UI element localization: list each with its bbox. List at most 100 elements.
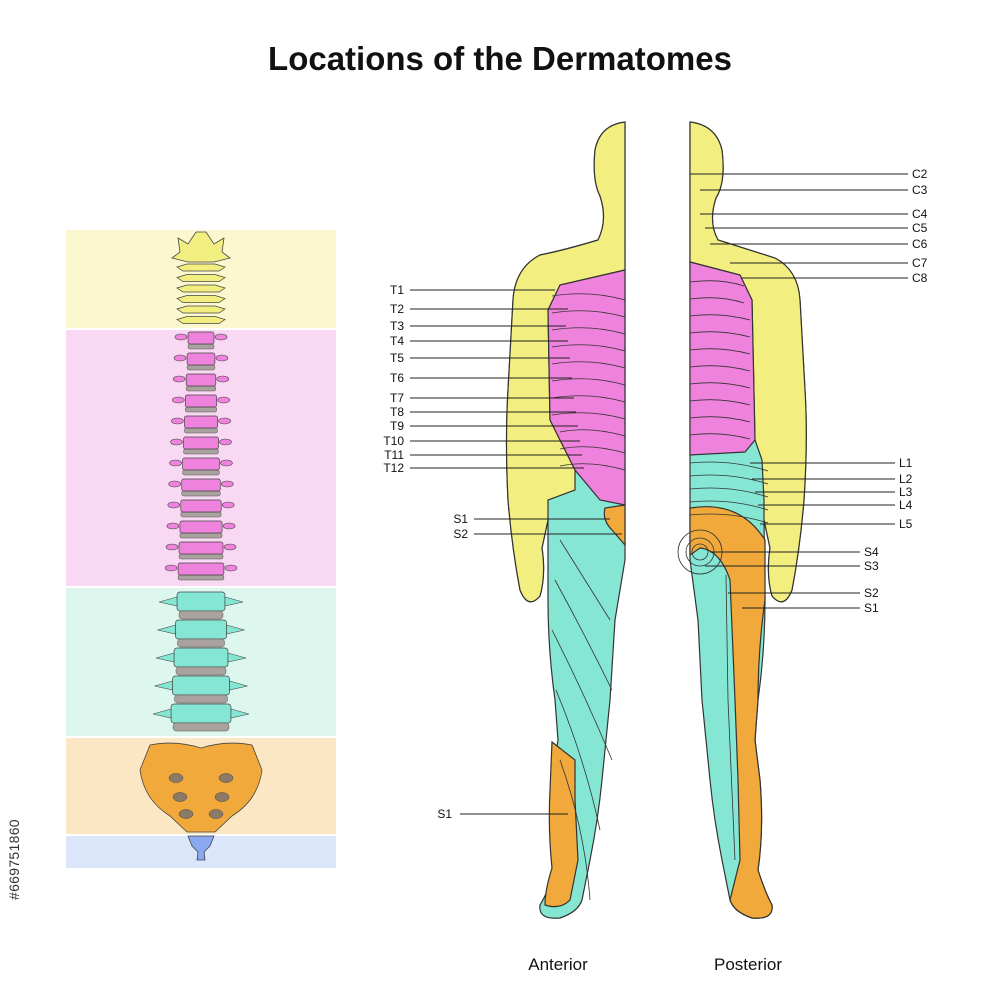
- anterior-leg-band: [559, 539, 611, 621]
- transverse-process: [174, 333, 188, 341]
- anterior-dermatome-band: [559, 463, 626, 471]
- sacral-foramen: [208, 809, 224, 819]
- transverse-process: [216, 375, 230, 383]
- anterior-cervical-zone: [505, 121, 626, 603]
- transverse-process: [168, 480, 181, 488]
- transverse-process: [169, 459, 182, 467]
- transverse-process: [218, 417, 231, 425]
- thoracic-vertebra: [184, 415, 218, 429]
- intervertebral-disc: [184, 427, 218, 434]
- dermatome-label-s2: S2: [864, 586, 879, 600]
- intervertebral-disc: [178, 553, 224, 560]
- intervertebral-disc: [174, 694, 228, 704]
- intervertebral-disc: [177, 574, 225, 581]
- transverse-process: [166, 522, 180, 530]
- dermatome-label-c3: C3: [912, 183, 928, 197]
- cervical-vertebra: [176, 284, 226, 293]
- atlas-vertebra: [171, 231, 231, 263]
- anterior-leg-band: [551, 629, 613, 761]
- intervertebral-disc: [187, 343, 215, 350]
- dermatome-label-s3: S3: [864, 559, 879, 573]
- posterior-dermatome-band: [689, 382, 751, 389]
- dermatome-label-t10: T10: [383, 434, 404, 448]
- lumbar-vertebra: [172, 675, 230, 696]
- transverse-process: [172, 396, 185, 404]
- anterior-thoracic-zone: [547, 269, 626, 506]
- transverse-process: [167, 501, 181, 509]
- thoracic-vertebra: [181, 478, 221, 492]
- transverse-process: [217, 396, 230, 404]
- transverse-process: [220, 459, 233, 467]
- lumbar-vertebra: [170, 703, 232, 724]
- dermatome-label-c5: C5: [912, 221, 928, 235]
- dermatome-label-t7: T7: [390, 391, 404, 405]
- sacral-foramen: [178, 809, 194, 819]
- page-title: Locations of the Dermatomes: [268, 40, 732, 77]
- dermatome-label-t3: T3: [390, 319, 404, 333]
- dermatome-label-t2: T2: [390, 302, 404, 316]
- dermatome-label-c4: C4: [912, 207, 928, 221]
- posterior-dermatome-band: [689, 399, 751, 406]
- transverse-process: [230, 708, 250, 719]
- anterior-dermatome-band: [551, 412, 626, 420]
- dermatome-label-l3: L3: [899, 485, 913, 499]
- dermatome-label-l2: L2: [899, 472, 913, 486]
- posterior-lumbar-band: [689, 500, 769, 511]
- anterior-leg-band: [554, 579, 613, 691]
- posterior-dermatome-band: [689, 416, 751, 423]
- lumbar-vertebra: [173, 647, 229, 668]
- lumbar-vertebra: [176, 591, 226, 612]
- sacral-foramen: [218, 773, 234, 783]
- cervical-vertebra: [176, 274, 226, 282]
- dermatome-label-t4: T4: [390, 334, 404, 348]
- dermatome-label-s1: S1: [453, 512, 468, 526]
- cervical-vertebra: [176, 316, 226, 324]
- thoracic-vertebra: [180, 499, 222, 513]
- sacral-foramen: [214, 792, 230, 802]
- transverse-process: [224, 564, 238, 572]
- thoracic-vertebra: [177, 562, 225, 576]
- intervertebral-disc: [177, 638, 225, 648]
- anterior-dermatome-band: [551, 327, 626, 335]
- posterior-sacral-ring: [691, 543, 709, 561]
- posterior-lumbar-band: [689, 513, 769, 524]
- dermatome-label-t1: T1: [390, 283, 404, 297]
- anterior-dermatome-band: [559, 446, 626, 454]
- posterior-dermatome-band: [689, 331, 751, 338]
- dermatome-label-t5: T5: [390, 351, 404, 365]
- transverse-process: [152, 708, 172, 719]
- transverse-process: [157, 624, 176, 635]
- lumbar-vertebra: [175, 619, 227, 640]
- transverse-process: [229, 680, 248, 691]
- transverse-process: [165, 543, 179, 551]
- dermatome-label-t11: T11: [384, 448, 404, 462]
- intervertebral-disc: [172, 722, 230, 732]
- dermatome-label-l1: L1: [899, 456, 913, 470]
- transverse-process: [221, 480, 234, 488]
- sacral-foramen: [172, 792, 188, 802]
- sacrum: [139, 742, 263, 833]
- transverse-process: [214, 333, 228, 341]
- dermatome-label-t8: T8: [390, 405, 404, 419]
- dermatome-label-l5: L5: [899, 517, 913, 531]
- anterior-s1-zone: [544, 740, 579, 908]
- transverse-process: [215, 354, 229, 362]
- thoracic-vertebra: [182, 457, 220, 471]
- coccyx: [187, 835, 215, 861]
- dermatome-label-c8: C8: [912, 271, 928, 285]
- anterior-dermatome-band: [551, 378, 626, 386]
- transverse-process: [164, 564, 178, 572]
- anterior-genital-zone: [603, 504, 626, 547]
- posterior-cervical-zone: [689, 121, 807, 603]
- dermatome-label-s1: S1: [864, 601, 879, 615]
- posterior-dermatome-band: [689, 433, 751, 440]
- transverse-process: [222, 522, 236, 530]
- dermatome-label-c2: C2: [912, 167, 928, 181]
- posterior-dermatome-band: [689, 348, 751, 355]
- posterior-s2-line: [725, 574, 736, 861]
- thoracic-vertebra: [183, 436, 219, 450]
- intervertebral-disc: [185, 385, 217, 392]
- posterior-dermatome-band: [689, 280, 745, 287]
- intervertebral-disc: [178, 610, 224, 620]
